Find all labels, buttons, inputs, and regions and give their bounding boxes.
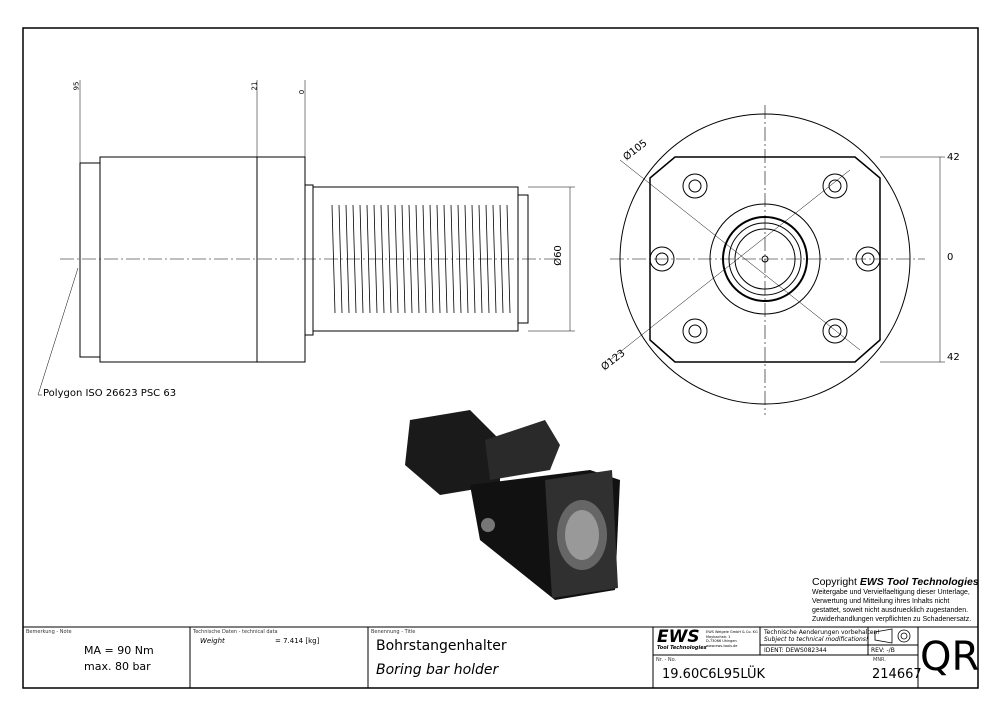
thread-ridge [359,204,364,314]
weight-label: Weight [200,637,225,645]
logo-text: EWS [657,627,700,647]
dim-0-front: 0 [947,252,954,263]
thread-ridge [338,204,343,314]
dim-95: 95 [72,81,81,91]
dim-21: 21 [250,81,259,91]
projection-symbol-icon [874,628,911,644]
revision: REV: -/B [871,647,895,654]
note-label: Bemerkung - Note [26,629,72,635]
thread-ridge [429,204,434,314]
ews-logo: EWS Tool Technologies [657,627,707,652]
ident: IDENT: DEWS082344 [764,647,827,654]
copyright-block: Copyright EWS Tool Technologies Weiterga… [812,576,979,624]
dim-dia60: Ø60 [552,245,564,266]
polygon-callout: Polygon ISO 26623 PSC 63 [43,388,177,399]
copyright-brand: EWS Tool Technologies [859,576,979,588]
company-line: www.ews-tools.de [706,643,738,648]
weight-value: = 7.414 [kg] [275,637,320,645]
side-view [37,80,575,396]
front-view [609,105,945,415]
tech-data-label: Technische Daten - technical data [193,629,278,635]
company-line: D-73066 Uhingen [706,639,737,643]
logo-subtitle: Tool Technologies [657,645,707,651]
part-number: 19.60C6L95LÜK [662,667,765,682]
change-notice-de: Technische Aenderungen vorbehalten! [764,629,880,636]
mnr-number: 214667 [872,667,922,682]
copyright-line: Zuwiderhandlungen verpflichten zu Schade… [812,616,972,623]
note-pressure: max. 80 bar [84,660,151,673]
sheet-frame [22,27,979,689]
company-address: EWS Weigele GmbH & Co. KG Maybachstr. 1 … [706,630,758,648]
dim-42-bottom: 42 [947,352,960,363]
thread-ridge [387,204,392,314]
title-label: Benennung - Title [371,629,416,635]
title-block-lines [23,626,978,688]
number-label: Nr. - No. [656,657,677,663]
dim-42-top: 42 [947,152,960,163]
copyright-line: gestattet, soweit nicht ausdruecklich zu… [812,607,969,614]
title-german: Bohrstangenhalter [376,638,507,654]
company-line: Maybachstr. 1 [706,634,731,639]
dim-0: 0 [298,89,307,95]
copyright-line: Weitergabe und Vervielfaeltigung dieser … [812,589,970,596]
company-line: EWS Weigele GmbH & Co. KG [706,630,758,634]
copyright-line: Verwertung und Mitteilung ihres Inhalts … [812,598,950,605]
note-torque: MA = 90 Nm [84,644,154,657]
copyright-prefix: Copyright [812,576,860,588]
change-notice-en: Subject to technical modifications! [764,636,869,643]
thread-ridge [380,204,385,314]
isometric-3d-view [405,410,620,600]
mnr-label: MNR. [873,657,886,663]
qr-label: QR [920,634,980,680]
thread-ridge [408,204,413,314]
title-english: Boring bar holder [376,662,499,678]
thread-ridge [492,204,497,314]
